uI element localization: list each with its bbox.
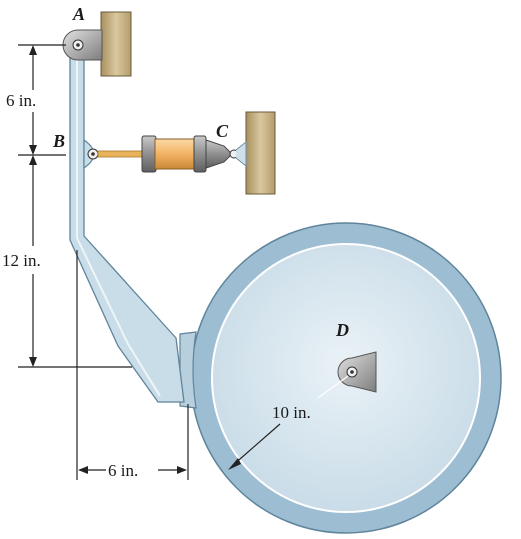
- pin-c-bracket: [235, 140, 247, 168]
- cylinder-cap-left: [141, 135, 157, 173]
- lever-highlight: [76, 58, 161, 397]
- radius-arrowhead: [228, 458, 241, 470]
- dim-label-radius: 10 in.: [272, 403, 311, 422]
- dim-label-horizontal: 6 in.: [108, 461, 138, 480]
- cylinder-cap-right: [193, 135, 207, 173]
- label-point-a: A: [72, 4, 85, 24]
- pin-b-dot: [91, 152, 95, 156]
- radius-leader: [231, 423, 281, 467]
- radius-leader-inner: [317, 375, 349, 399]
- lever-arm: [69, 47, 185, 403]
- cylinder-nose: [205, 139, 233, 169]
- wall-support-c: [245, 111, 276, 195]
- pin-d-dot: [350, 370, 354, 374]
- vertical-dimensions: [18, 44, 132, 368]
- label-point-b: B: [52, 131, 65, 151]
- label-point-d: D: [335, 320, 349, 340]
- dim-label-12in: 12 in.: [2, 251, 41, 270]
- brake-shoe: [179, 331, 197, 409]
- pin-a-dot: [76, 43, 80, 47]
- cylinder-body: [154, 138, 196, 170]
- piston-rod: [97, 150, 145, 158]
- dim-label-ab: 6 in.: [6, 91, 36, 110]
- wall-support-a: [100, 11, 132, 77]
- horizontal-dimension: [76, 250, 189, 480]
- label-point-c: C: [216, 121, 229, 141]
